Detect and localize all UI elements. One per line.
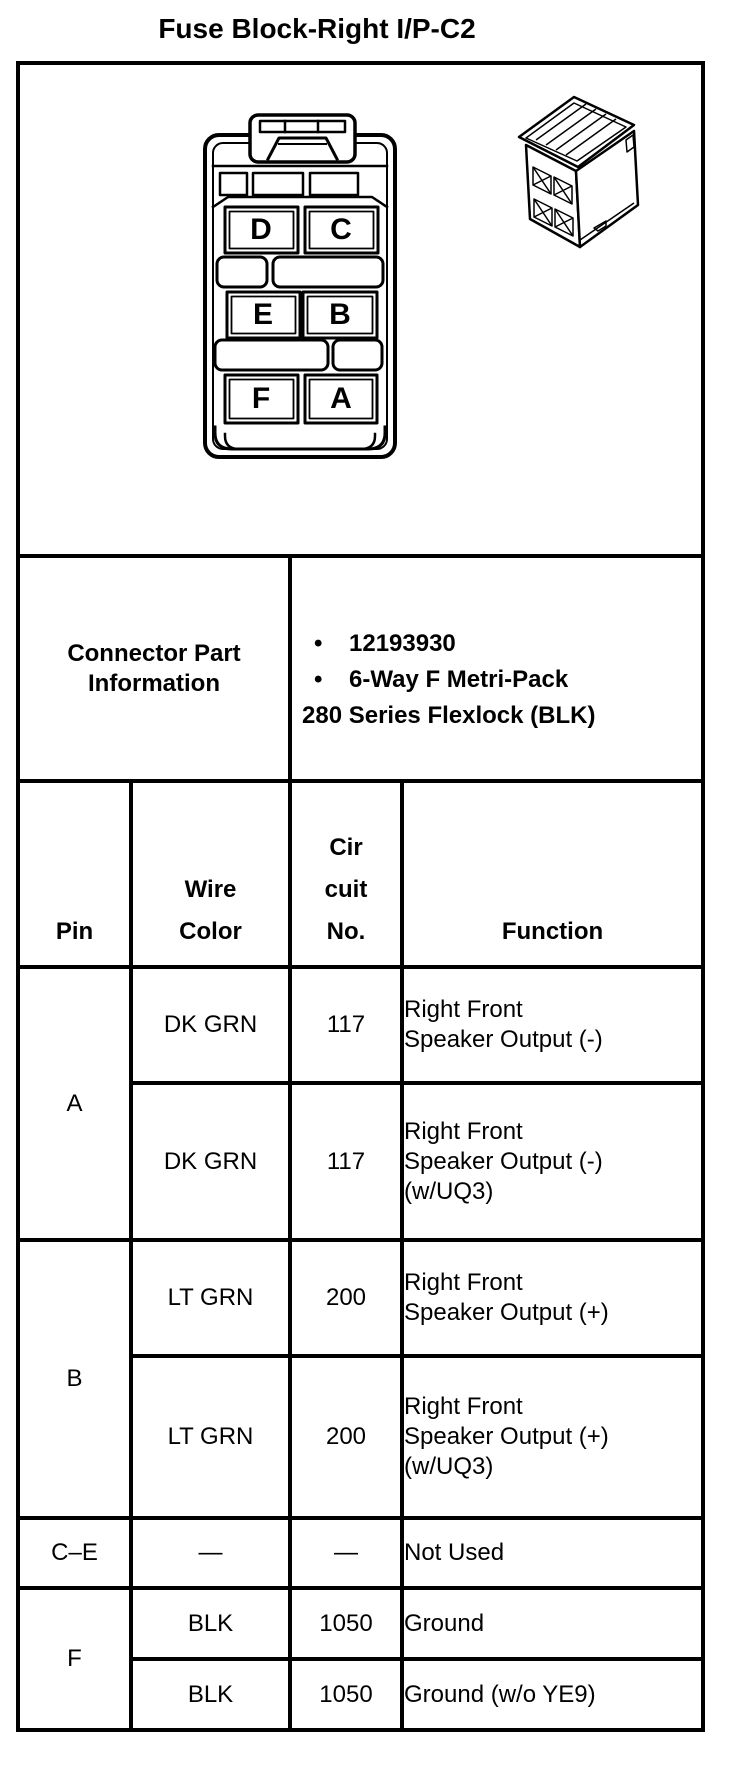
- bullet-icon: •: [314, 665, 323, 693]
- function-line: Ground: [404, 1609, 485, 1637]
- connector-front-view-drawing: [203, 113, 397, 459]
- wire-cell: —: [129, 1516, 292, 1590]
- part-number-text: 12193930: [349, 629, 456, 657]
- table-row: F BLK 1050 Ground: [16, 1586, 705, 1732]
- function-cell: Right Front Speaker Output (-) (w/UQ3): [400, 1081, 705, 1242]
- function-header-text: Function: [501, 918, 604, 945]
- pin-cell-c-e: C–E: [16, 1516, 133, 1590]
- table-row: A DK GRN 117 Right Front Speaker Output …: [16, 965, 705, 1242]
- function-line: Right Front: [404, 1117, 523, 1145]
- pin-header-text: Pin: [55, 918, 94, 945]
- circuit-header-line3: No.: [326, 918, 366, 945]
- cavity-label-f: F: [251, 382, 271, 415]
- table-row: C–E — — Not Used: [16, 1516, 705, 1590]
- function-line: Right Front: [404, 996, 523, 1023]
- function-line: (w/UQ3): [404, 1453, 494, 1480]
- function-line: Not Used: [404, 1539, 505, 1566]
- wire-header-line1: Wire: [184, 876, 237, 903]
- wire-cell: BLK: [129, 1586, 292, 1661]
- wire-cell: LT GRN: [129, 1238, 292, 1358]
- function-cell: Ground: [400, 1586, 705, 1661]
- wire-color-column-header: Wire Color: [129, 779, 292, 969]
- function-line: Right Front: [404, 1269, 523, 1296]
- circuit-cell: 1050: [288, 1586, 404, 1661]
- function-cell: Right Front Speaker Output (+) (w/UQ3): [400, 1354, 705, 1520]
- pin-cell-f: F: [16, 1586, 133, 1732]
- function-line: Right Front: [404, 1393, 523, 1420]
- cavity-label-b: B: [329, 298, 351, 331]
- wire-cell: DK GRN: [129, 1081, 292, 1242]
- function-line: (w/UQ3): [404, 1177, 494, 1205]
- part-number-item: • 12193930: [302, 626, 695, 662]
- part-label-line2: Information: [88, 669, 220, 697]
- function-line: Speaker Output (-): [404, 1147, 603, 1175]
- function-cell: Right Front Speaker Output (-): [400, 965, 705, 1085]
- wire-cell: BLK: [129, 1657, 292, 1732]
- page-title: Fuse Block-Right I/P-C2: [158, 13, 476, 44]
- circuit-cell: 117: [288, 965, 404, 1085]
- connector-iso-view-drawing: [517, 95, 640, 249]
- table-row: LT GRN 200 Right Front Speaker Output (+…: [18, 1354, 705, 1520]
- function-cell: Not Used: [400, 1516, 705, 1590]
- circuit-cell: 1050: [288, 1657, 404, 1732]
- table-row: DK GRN 117 Right Front Speaker Output (-…: [18, 1081, 705, 1242]
- connector-diagram-cell: D C E B F A: [16, 61, 705, 558]
- function-cell: Ground (w/o YE9): [400, 1657, 705, 1732]
- connector-series-text: 280 Series Flexlock (BLK): [302, 701, 596, 729]
- wire-cell: DK GRN: [129, 965, 292, 1085]
- function-column-header: Function: [400, 779, 705, 969]
- connector-iso-view: [506, 85, 656, 260]
- function-line: Speaker Output (+): [404, 1423, 609, 1450]
- wire-cell: LT GRN: [129, 1354, 292, 1520]
- table-row: B LT GRN 200 Right Front Speaker Output …: [16, 1238, 705, 1520]
- cavity-label-e: E: [252, 298, 273, 331]
- pin-column-header: Pin: [16, 779, 133, 969]
- connector-front-view: D C E B F A: [180, 88, 420, 468]
- circuit-cell: 200: [288, 1238, 404, 1358]
- circuit-cell: —: [288, 1516, 404, 1590]
- circuit-header-line1: Cir: [329, 834, 363, 861]
- circuit-header-line2: cuit: [324, 876, 368, 903]
- circuit-cell: 200: [288, 1354, 404, 1520]
- table-row: BLK 1050 Ground (w/o YE9): [18, 1657, 705, 1732]
- bullet-icon: •: [314, 629, 323, 657]
- circuit-no-column-header: Cir cuit No.: [288, 779, 404, 969]
- pin-cell-b: B: [16, 1238, 133, 1520]
- connector-info-table: D C E B F A: [16, 61, 705, 1732]
- connector-type-item: • 6-Way F Metri-Pack: [302, 662, 695, 698]
- part-label-line1: Connector Part: [67, 639, 241, 667]
- connector-part-information-details: • 12193930 • 6-Way F Metri-Pack 280 Seri…: [288, 554, 705, 783]
- wire-header-line2: Color: [179, 918, 242, 945]
- pin-cell-a: A: [16, 965, 133, 1242]
- cavity-label-d: D: [250, 213, 272, 246]
- connector-type-text: 6-Way F Metri-Pack: [349, 665, 569, 693]
- circuit-cell: 117: [288, 1081, 404, 1242]
- connector-part-information-label: Connector Part Information: [16, 554, 292, 783]
- function-line: Speaker Output (+): [404, 1299, 609, 1326]
- cavity-label-c: C: [330, 213, 352, 246]
- function-cell: Right Front Speaker Output (+): [400, 1238, 705, 1358]
- function-line: Speaker Output (-): [404, 1026, 603, 1053]
- function-line: Ground (w/o YE9): [404, 1680, 596, 1708]
- cavity-label-a: A: [330, 382, 352, 415]
